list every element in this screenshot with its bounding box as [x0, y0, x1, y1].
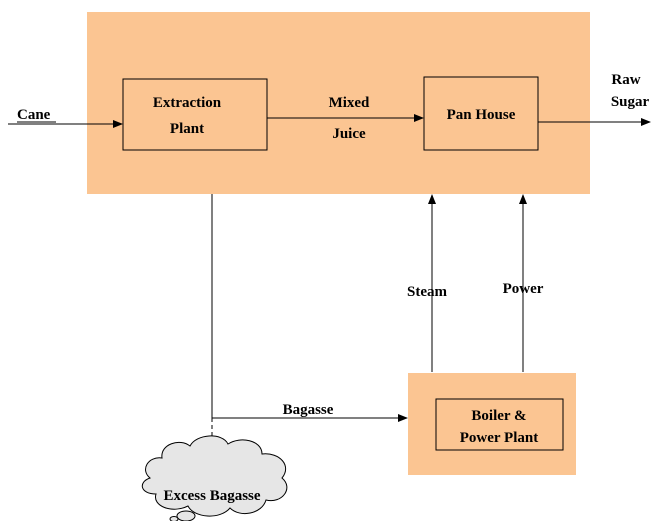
excess-bagasse-cloud: Excess Bagasse	[141, 435, 288, 521]
power-label: Power	[503, 281, 544, 297]
cane-label: Cane	[17, 107, 51, 123]
bagasse-label: Bagasse	[283, 402, 334, 418]
extraction-plant-label-line2: Plant	[170, 121, 204, 137]
boiler-power-plant-box: Boiler & Power Plant	[435, 398, 564, 451]
boiler-panel	[408, 373, 576, 475]
boiler-label-line2: Power Plant	[460, 430, 538, 446]
mixed-label: Mixed	[329, 95, 370, 111]
pan-house-label: Pan House	[447, 107, 516, 123]
juice-label: Juice	[332, 126, 366, 142]
sugar-label: Sugar	[611, 94, 650, 110]
extraction-plant-box: Extraction Plant	[122, 78, 268, 151]
steam-label: Steam	[407, 284, 447, 300]
raw-label: Raw	[611, 72, 640, 88]
main-process-panel	[87, 12, 590, 194]
pan-house-box: Pan House	[423, 76, 539, 151]
extraction-plant-label-line1: Extraction	[153, 95, 222, 111]
boiler-label-line1: Boiler &	[471, 408, 526, 424]
excess-bagasse-label: Excess Bagasse	[163, 488, 260, 504]
